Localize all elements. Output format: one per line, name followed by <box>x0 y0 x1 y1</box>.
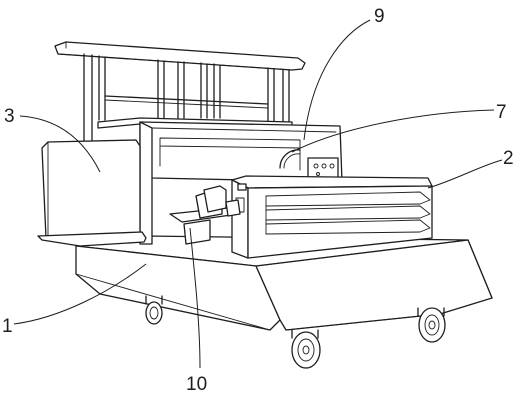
callout-1: 1 <box>2 316 13 337</box>
wheel-rear-left <box>145 295 163 325</box>
leader-2 <box>427 159 503 189</box>
wheel-front-right <box>417 307 446 343</box>
wheel-front-left <box>291 329 321 369</box>
callout-7: 7 <box>496 102 507 123</box>
leader-10 <box>189 227 201 369</box>
callout-labels: 1 2 3 7 9 10 <box>2 6 514 395</box>
callout-9: 9 <box>374 6 385 27</box>
callout-10: 10 <box>186 374 207 395</box>
side-box <box>37 139 147 247</box>
front-box <box>231 175 433 259</box>
leader-9 <box>303 19 371 141</box>
callout-2: 2 <box>503 148 514 169</box>
callout-3: 3 <box>4 106 15 127</box>
leader-lines <box>13 19 503 369</box>
tray-mechanism <box>169 185 241 245</box>
leader-7 <box>291 109 495 153</box>
leader-1 <box>13 263 147 325</box>
leader-3 <box>19 115 101 173</box>
